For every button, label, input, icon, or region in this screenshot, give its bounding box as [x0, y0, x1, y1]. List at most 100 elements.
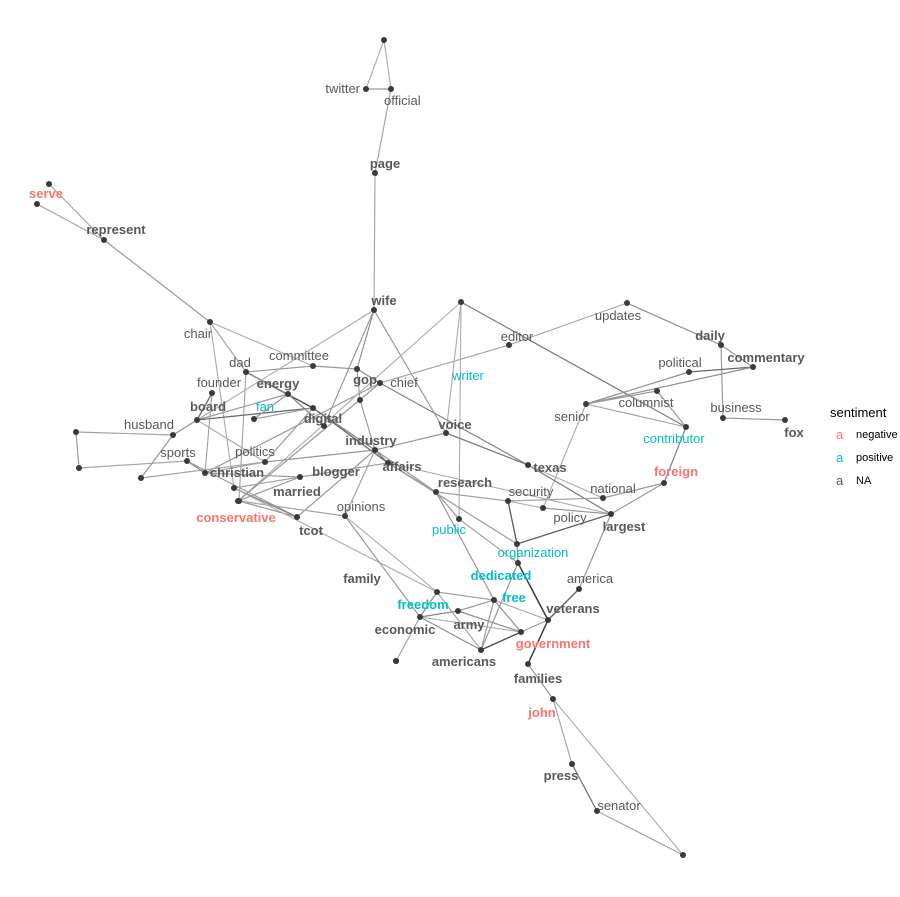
node-dedicated — [515, 560, 521, 566]
node-bottom — [680, 852, 686, 858]
node-label-john: john — [527, 705, 555, 720]
edge-married-tcot — [238, 500, 298, 518]
edge-energy-mid_b — [287, 393, 325, 427]
node-daily — [718, 342, 724, 348]
edge-wife-gop — [356, 309, 375, 370]
node-label-columnist: columnist — [619, 395, 674, 410]
node-updates — [624, 300, 630, 306]
node-wife — [371, 307, 377, 313]
edge-editor-updates — [508, 302, 628, 346]
edge-freedom-econ_end — [395, 616, 421, 662]
node-label-americans: americans — [432, 654, 496, 669]
edge-chief-editor — [379, 344, 510, 384]
node-label-chair: chair — [184, 326, 213, 341]
node-label-contributor: contributor — [643, 431, 705, 446]
node-top — [381, 37, 387, 43]
node-label-security: security — [509, 484, 554, 499]
edge-largest-organization — [516, 513, 612, 545]
node-affairs — [385, 460, 391, 466]
node-texas — [525, 462, 531, 468]
edge-voice-writer — [445, 301, 462, 434]
node-columnist — [654, 388, 660, 394]
node-national — [600, 495, 606, 501]
edge-wife-husband — [172, 309, 375, 436]
node-writer — [458, 299, 464, 305]
node-label-press: press — [544, 768, 579, 783]
node-americans — [478, 647, 484, 653]
edge-represent-chair — [103, 239, 211, 323]
node-label-twitter: twitter — [325, 81, 360, 96]
edge-left_a-husband — [75, 431, 174, 436]
node-board — [194, 417, 200, 423]
edge-opinions-family — [344, 515, 438, 593]
node-left_c — [138, 475, 144, 481]
node-conservative — [231, 485, 237, 491]
node-label-energy: energy — [257, 376, 300, 391]
node-label-economic: economic — [375, 622, 436, 637]
node-label-blogger: blogger — [312, 464, 360, 479]
edge-conservative-family — [233, 487, 438, 593]
edge-organization-dedicated — [516, 543, 519, 564]
node-label-organization: organization — [498, 545, 569, 560]
edge-opinions-freedom — [344, 515, 421, 618]
edge-columnist-contributor — [656, 390, 687, 428]
edge-senior-policy — [542, 403, 587, 509]
node-contributor — [683, 424, 689, 430]
edge-family-free — [436, 591, 495, 601]
node-commentary — [750, 364, 756, 370]
edge-updates-daily — [626, 302, 722, 346]
node-label-board: board — [190, 399, 226, 414]
node-label-public: public — [432, 522, 466, 537]
node-freedom — [417, 614, 423, 620]
node-label-fox: fox — [784, 425, 804, 440]
edge-families-john — [527, 663, 554, 700]
node-industry — [372, 447, 378, 453]
edge-energy-dad — [245, 371, 289, 395]
node-press — [569, 761, 575, 767]
node-foreign — [661, 480, 667, 486]
edge-fan-digital — [253, 407, 314, 420]
edge-left_c-politics — [140, 461, 266, 479]
node-husband — [170, 432, 176, 438]
node-label-largest: largest — [603, 519, 646, 534]
node-voice — [443, 430, 449, 436]
node-page — [372, 170, 378, 176]
edge-founder-christian — [204, 392, 213, 474]
edge-gop-committee — [312, 365, 358, 370]
node-label-senior: senior — [554, 409, 590, 424]
node-organization — [514, 541, 520, 547]
node-dad — [243, 369, 249, 375]
edge-voice-texas — [445, 432, 529, 466]
legend-item-positive: a positive — [836, 450, 893, 465]
node-represent — [101, 237, 107, 243]
node-tcot — [294, 514, 300, 520]
node-official — [388, 86, 394, 92]
node-label-tcot: tcot — [299, 523, 324, 538]
edge-blogger-conservative — [233, 476, 301, 489]
node-left_b — [76, 465, 82, 471]
node-families — [525, 661, 531, 667]
node-label-christian: christian — [210, 465, 264, 480]
node-blogger — [297, 474, 303, 480]
node-chair — [207, 319, 213, 325]
node-sports — [184, 458, 190, 464]
edge-official-page — [374, 88, 392, 174]
node-label-senator: senator — [597, 798, 641, 813]
edge-mid_a-industry — [359, 399, 376, 451]
edge-politics-industry — [264, 449, 376, 463]
node-label-freedom: freedom — [397, 597, 448, 612]
node-label-committee: committee — [269, 348, 329, 363]
node-label-opinions: opinions — [337, 499, 386, 514]
edge-security-national — [507, 497, 604, 502]
edge-left_b-sports — [78, 460, 188, 469]
edge-husband-board — [172, 419, 198, 436]
node-label-official: official — [384, 93, 421, 108]
legend: sentiment a negative a positive a NA — [830, 405, 898, 488]
edge-free-government — [493, 599, 522, 633]
node-label-government: government — [516, 636, 591, 651]
edge-christian-blogger — [204, 472, 301, 478]
node-label-writer: writer — [451, 368, 484, 383]
edge-writer-mid_c — [237, 301, 462, 502]
edge-contributor-foreign — [663, 426, 687, 484]
